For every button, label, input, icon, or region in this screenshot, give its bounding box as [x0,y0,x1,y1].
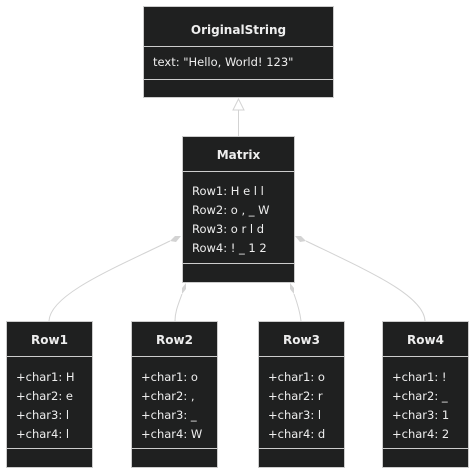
attribute: +char3: l [16,408,70,422]
divider [183,263,294,264]
attribute: +char4: d [268,427,326,441]
attribute: +char1: H [16,370,75,384]
composition-diamond-row3 [290,283,294,294]
composition-edge-row2 [174,293,183,322]
divider [7,356,92,357]
class-row1[interactable]: Row1 +char1: H +char2: e +char3: l +char… [6,321,93,468]
inheritance-arrowhead [232,97,245,111]
class-title: Row4 [407,333,444,347]
divider [144,79,333,80]
divider [383,448,468,449]
class-row2[interactable]: Row2 +char1: o +char2: , +char3: _ +char… [131,321,218,468]
class-title: Row1 [31,333,68,347]
attribute: +char4: 2 [392,427,450,441]
class-row3[interactable]: Row3 +char1: o +char2: r +char3: l +char… [258,321,345,468]
class-row4[interactable]: Row4 +char1: ! +char2: _ +char3: 1 +char… [382,321,469,468]
divider [132,356,217,357]
attribute: Row3: o r l d [192,222,264,236]
composition-diamond-row1 [170,236,181,242]
attribute: +char1: o [141,370,198,384]
attribute: +char2: e [16,389,73,403]
class-matrix[interactable]: Matrix Row1: H e l l Row2: o , _ W Row3:… [182,136,295,283]
attribute: Row2: o , _ W [192,203,270,217]
class-title: Row3 [283,333,320,347]
attribute: +char3: _ [141,408,197,422]
attribute: Row4: ! _ 1 2 [192,241,267,255]
class-title: Row2 [156,333,193,347]
composition-diamond-row4 [295,236,306,242]
attribute: +char4: l [16,427,70,441]
divider [132,448,217,449]
attribute: +char1: o [268,370,325,384]
attribute: +char2: r [268,389,323,403]
divider [7,448,92,449]
composition-edge-row1 [48,240,171,322]
composition-diamond-row2 [182,283,186,294]
attribute: +char3: 1 [392,408,450,422]
class-title: Matrix [216,148,261,162]
attribute: +char1: ! [392,370,447,384]
divider [183,171,294,172]
attribute: +char4: W [141,427,203,441]
attribute: +char3: l [268,408,322,422]
attribute: text: "Hello, World! 123" [153,55,294,69]
attribute: +char2: _ [392,389,448,403]
attribute: +char2: , [141,389,195,403]
divider [259,356,344,357]
composition-edge-row4 [305,240,426,322]
composition-edge-row3 [293,293,302,322]
class-originalstring[interactable]: OriginalString text: "Hello, World! 123" [143,6,334,98]
class-title: OriginalString [190,23,287,37]
divider [259,448,344,449]
divider [144,46,333,47]
attribute: Row1: H e l l [192,184,264,198]
divider [383,356,468,357]
